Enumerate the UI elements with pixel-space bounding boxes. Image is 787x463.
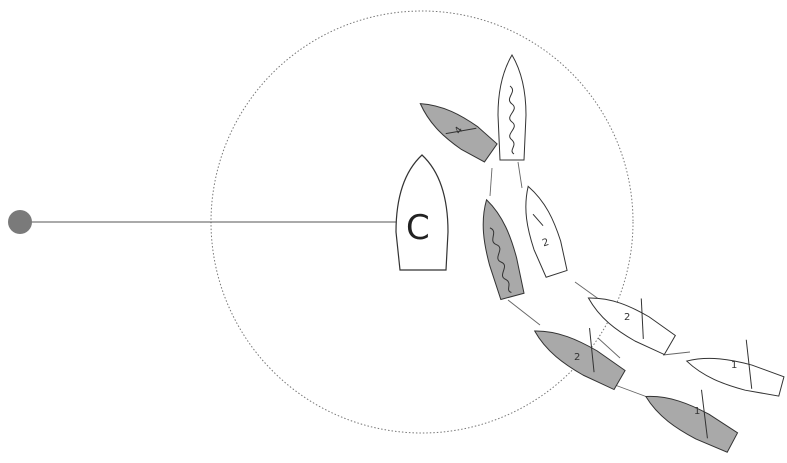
committee-boat: C [396, 155, 448, 270]
boat-number: 1 [694, 406, 700, 417]
boat-number: 2 [624, 312, 630, 323]
boat-number: 1 [731, 360, 737, 371]
boat-white-2-right: 2 [581, 275, 682, 357]
mark-buoy [8, 210, 32, 234]
boat-white-wavy [498, 55, 526, 160]
boat-white-2-upper: 2 [515, 182, 570, 278]
boat-number: 2 [574, 352, 580, 363]
boat-white-1: 1 [683, 326, 787, 399]
committee-letter: C [406, 208, 430, 248]
boat-grey-wavy [473, 196, 526, 300]
boat-grey-4: 4 [412, 92, 499, 164]
